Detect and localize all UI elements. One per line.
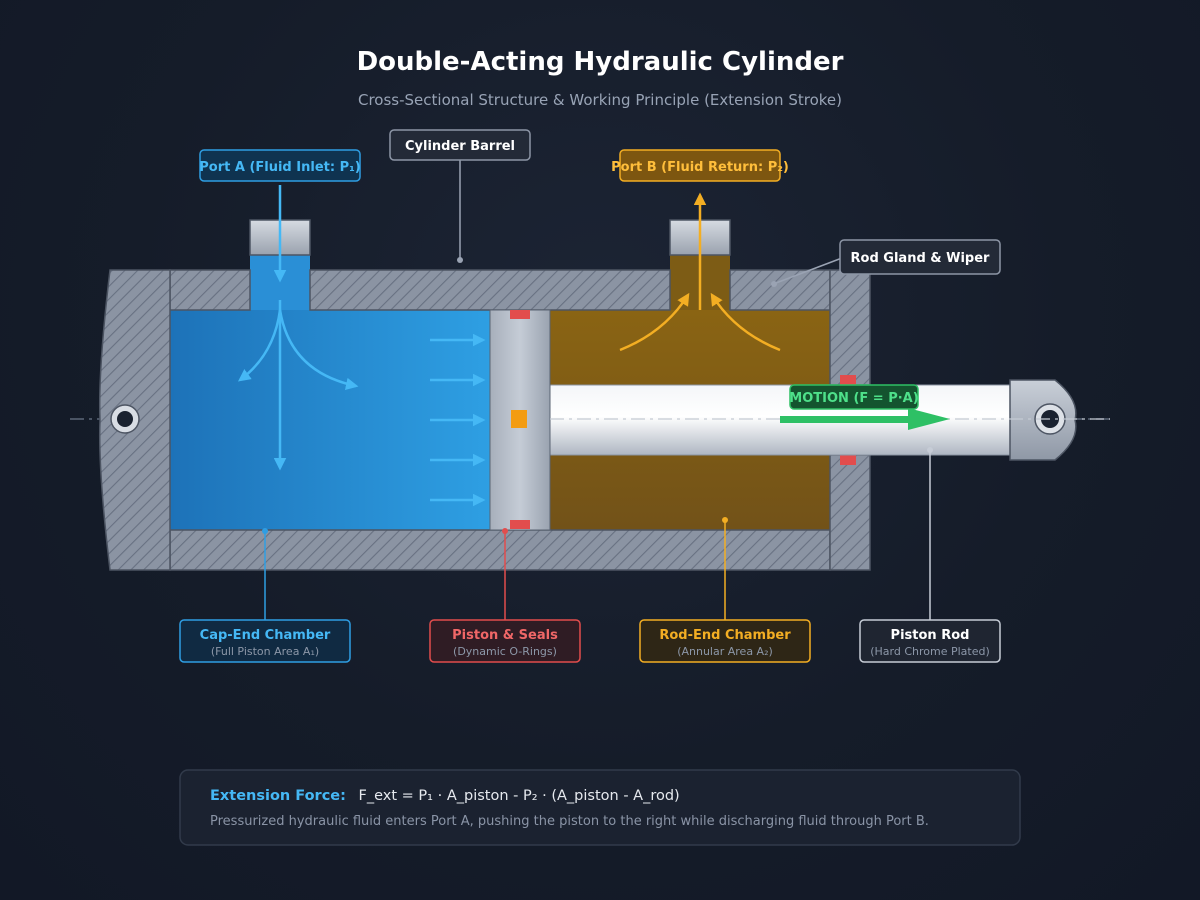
wiper-seal-bottom <box>840 455 856 465</box>
svg-text:Piston Rod: Piston Rod <box>891 628 970 643</box>
page-subtitle: Cross-Sectional Structure & Working Prin… <box>358 91 842 109</box>
rod-end-chamber-label: Rod-End Chamber (Annular Area A₂) <box>639 619 811 663</box>
svg-text:MOTION (F = P·A): MOTION (F = P·A) <box>789 391 918 406</box>
motion-label: MOTION (F = P·A) <box>789 384 919 410</box>
piston-seals-label: Piston & Seals (Dynamic O-Rings) <box>429 619 581 663</box>
formula-label: Extension Force: <box>210 788 346 804</box>
piston-nut <box>511 410 527 428</box>
svg-text:Extension Force: F_ext =: Extension Force: F_ext = P₁ · A_piston -… <box>210 788 680 804</box>
cap-end-chamber-label: Cap-End Chamber (Full Piston Area A₁) <box>179 619 351 663</box>
svg-text:Port A (Fluid Inlet: P₁): Port A (Fluid Inlet: P₁) <box>199 160 360 175</box>
port-a-label: Port A (Fluid Inlet: P₁) <box>199 149 361 182</box>
formula-panel: Extension Force: F_ext = P₁ · A_piston -… <box>179 769 1021 846</box>
svg-text:Cylinder Barrel: Cylinder Barrel <box>405 139 515 154</box>
rod-gland <box>829 269 871 571</box>
cylinder-barrel-label: Cylinder Barrel <box>389 129 531 161</box>
motion-arrow <box>780 408 950 430</box>
leader-lines <box>262 160 933 621</box>
inlet-flow-arrows <box>237 185 359 471</box>
svg-text:(Annular Area A₂): (Annular Area A₂) <box>677 645 773 658</box>
rod-eye <box>1009 379 1077 461</box>
piston <box>489 309 551 531</box>
rod-gland-label: Rod Gland & Wiper <box>839 239 1001 275</box>
formula-equation: F_ext = P₁ · A_piston - P₂ · (A_piston -… <box>359 788 680 804</box>
svg-text:Piston & Seals: Piston & Seals <box>452 628 558 643</box>
pressure-arrows <box>430 333 486 507</box>
port-b-label: Port B (Fluid Return: P₂) <box>611 149 789 182</box>
svg-text:Cap-End Chamber: Cap-End Chamber <box>200 628 331 643</box>
svg-text:Port B (Fluid Return: P₂): Port B (Fluid Return: P₂) <box>611 160 789 175</box>
page-title: Double-Acting Hydraulic Cylinder <box>357 47 844 77</box>
wiper-seal-top <box>840 375 856 385</box>
svg-text:(Full Piston Area A₁): (Full Piston Area A₁) <box>211 645 319 658</box>
piston-rod-label: Piston Rod (Hard Chrome Plated) <box>859 619 1001 663</box>
svg-text:(Hard Chrome Plated): (Hard Chrome Plated) <box>870 645 990 658</box>
piston-seal-bottom <box>510 520 530 529</box>
cap-end-cover <box>98 269 171 571</box>
svg-text:Rod-End Chamber: Rod-End Chamber <box>659 628 791 643</box>
svg-text:(Dynamic O-Rings): (Dynamic O-Rings) <box>453 645 557 658</box>
cylinder-barrel <box>169 269 831 571</box>
return-flow-arrows <box>619 192 781 352</box>
formula-description: Pressurized hydraulic fluid enters Port … <box>210 814 929 829</box>
piston-seal-top <box>510 310 530 319</box>
svg-text:Rod Gland & Wiper: Rod Gland & Wiper <box>851 251 991 266</box>
